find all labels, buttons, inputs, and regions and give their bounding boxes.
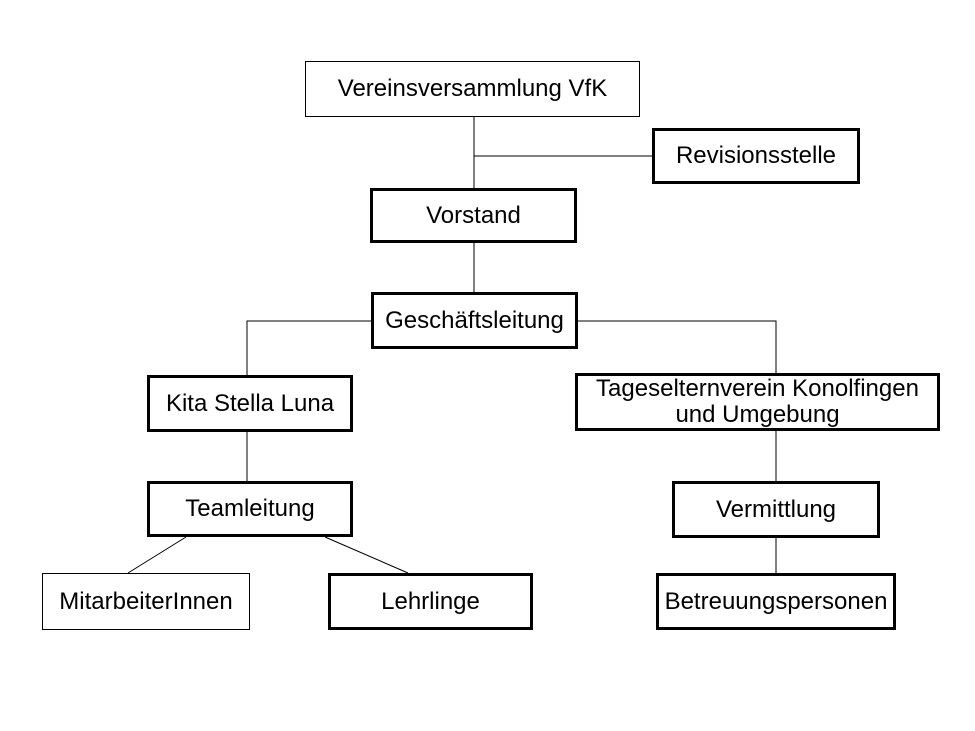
org-node-teamleitung: Teamleitung (147, 481, 353, 537)
org-node-geschaeftsleitung: Geschäftsleitung (371, 292, 578, 349)
org-node-vermittlung: Vermittlung (672, 481, 880, 538)
org-node-revisionsstelle: Revisionsstelle (652, 128, 860, 184)
org-node-betreuungspersonen: Betreuungspersonen (656, 573, 896, 630)
org-node-vereinsversammlung-vfk: Vereinsversammlung VfK (305, 61, 640, 117)
org-node-vorstand: Vorstand (370, 188, 577, 243)
connector-teamleitung-lehrlinge (324, 536, 409, 574)
org-node-kita-stella-luna: Kita Stella Luna (147, 375, 353, 432)
connector-geschaeftsleitung-kita (246, 320, 371, 375)
org-node-lehrlinge: Lehrlinge (328, 573, 533, 630)
org-node-tageselternverein-konolfingen: Tageselternverein Konolfingen und Umgebu… (575, 373, 940, 431)
connector-teamleitung-mitarbeiterinnen (127, 536, 187, 574)
connector-geschaeftsleitung-tageselternverein (578, 320, 777, 373)
org-node-mitarbeiterinnen: MitarbeiterInnen (42, 573, 250, 630)
